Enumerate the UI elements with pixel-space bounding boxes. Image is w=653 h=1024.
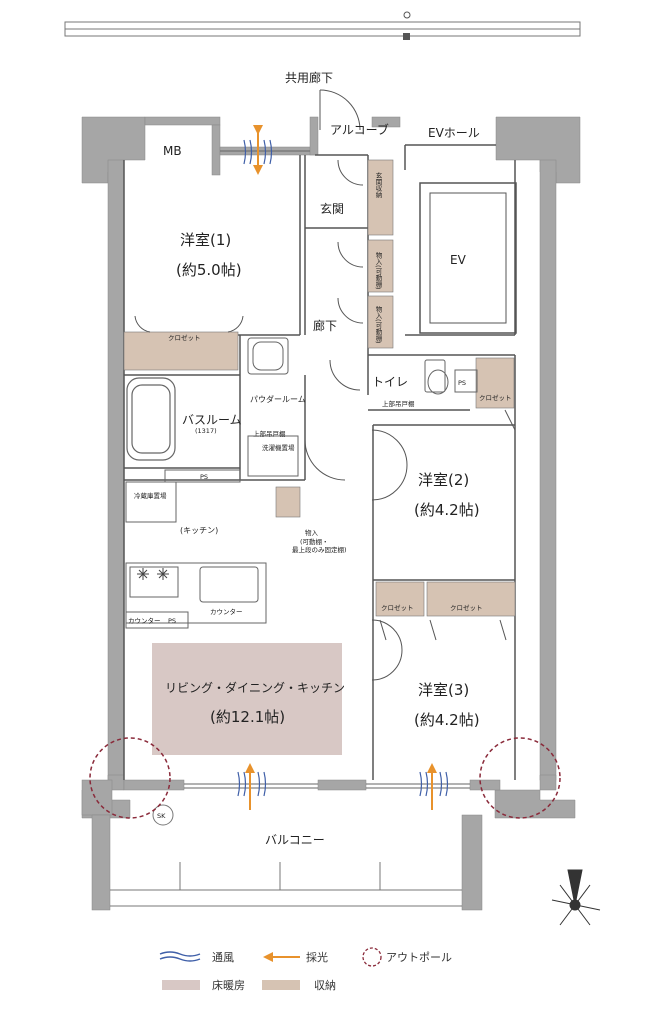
outpole-right-marker — [479, 737, 561, 819]
powder-fixtures — [247, 337, 299, 477]
label-upper-cabinet-1: 上部吊戸棚 — [382, 399, 415, 408]
door-swings — [134, 89, 516, 681]
label-storage-movable-2: 物入(可動棚) — [374, 305, 382, 344]
entrance-storage — [367, 159, 394, 236]
ventilation-daylight-ldk — [237, 763, 267, 810]
room1-closet — [123, 331, 239, 371]
legend-ventilation-icon — [159, 951, 201, 962]
label-closet-hall: クロゼット — [479, 393, 512, 402]
floor-heating-area — [152, 643, 342, 755]
label-alcove: アルコーブ — [330, 122, 389, 137]
legend: 通風 採光 アウトポール 床暖房 収納 — [159, 947, 452, 992]
ldk-size: (約12.1帖) — [210, 708, 285, 726]
movable-storage-1 — [367, 239, 394, 293]
label-ev: EV — [450, 253, 467, 267]
room3-closet-b — [426, 581, 516, 617]
label-entrance-storage: 玄関収納 — [374, 171, 382, 200]
legend-floor-heating-label: 床暖房 — [212, 978, 245, 992]
room3-closet-a — [375, 581, 425, 617]
compass-icon — [551, 869, 601, 926]
legend-storage-label: 収納 — [314, 979, 336, 992]
label-entrance: 玄関 — [320, 201, 344, 216]
room2-size: (約4.2帖) — [414, 501, 480, 519]
label-washer-space: 洗濯機置場 — [262, 443, 295, 452]
storage-areas — [123, 159, 516, 617]
room1-name: 洋室(1) — [180, 231, 231, 249]
ventilation-daylight-room3 — [419, 763, 449, 810]
room3-closet-a-label: クロゼット — [381, 603, 414, 612]
label-toilet: トイレ — [372, 375, 408, 389]
balcony-area — [110, 804, 462, 907]
label-ev-hall: EVホール — [428, 126, 480, 140]
label-bathroom: バスルーム — [182, 413, 242, 427]
label-storage-movable-1: 物入(可動棚) — [374, 251, 382, 290]
legend-storage-swatch — [262, 980, 300, 990]
room3-closet-b-label: クロゼット — [450, 603, 483, 612]
ldk-name: リビング・ダイニング・キッチン — [165, 680, 345, 695]
outpole-left-marker — [89, 737, 171, 819]
hall-closet — [475, 357, 515, 409]
kitchen-storage — [275, 486, 301, 518]
label-fridge-space: 冷蔵庫置場 — [134, 491, 167, 500]
ev-shaft — [419, 182, 517, 334]
legend-ventilation-label: 通風 — [212, 951, 234, 964]
label-storage-kitchen-note2: 最上段のみ固定棚) — [292, 545, 347, 554]
bathtub — [126, 377, 176, 461]
walls — [81, 116, 581, 911]
label-counter-small: カウンター — [128, 616, 161, 625]
stove-icon — [137, 568, 169, 580]
label-upper-cabinet-2: 上部吊戸棚 — [253, 429, 286, 438]
label-bath-size: (1317) — [195, 427, 217, 435]
label-kitchen: (キッチン) — [180, 526, 218, 535]
label-corridor: 共用廊下 — [285, 70, 333, 85]
label-hallway: 廊下 — [313, 318, 337, 333]
kitchen-counter — [125, 469, 267, 629]
legend-outpole-icon — [362, 947, 382, 967]
label-storage-kitchen: 物入 — [305, 528, 319, 537]
label-balcony: バルコニー — [265, 833, 325, 847]
label-counter-main: カウンター — [210, 607, 243, 616]
room3-size: (約4.2帖) — [414, 711, 480, 729]
room2-name: 洋室(2) — [418, 471, 469, 489]
ventilation-daylight-top — [243, 125, 273, 175]
legend-outpole-label: アウトポール — [386, 951, 452, 964]
corridor-railing — [64, 11, 581, 40]
label-powder-room: パウダールーム — [250, 394, 306, 404]
label-mb: MB — [163, 144, 182, 158]
room1-size: (約5.0帖) — [176, 261, 242, 279]
legend-floor-heating-swatch — [162, 980, 200, 990]
label-ps-counter: PS — [168, 617, 176, 625]
room1-closet-label: クロゼット — [168, 333, 201, 342]
movable-storage-2 — [367, 295, 394, 349]
label-ps-toilet: PS — [458, 379, 466, 387]
room3-name: 洋室(3) — [418, 681, 469, 699]
label-ps-kitchen: PS — [200, 473, 208, 481]
label-sk: SK — [157, 812, 166, 820]
label-storage-kitchen-note1: (可動棚・ — [300, 537, 329, 546]
toilet-fixture — [424, 359, 478, 395]
legend-daylight-label: 採光 — [306, 950, 328, 964]
